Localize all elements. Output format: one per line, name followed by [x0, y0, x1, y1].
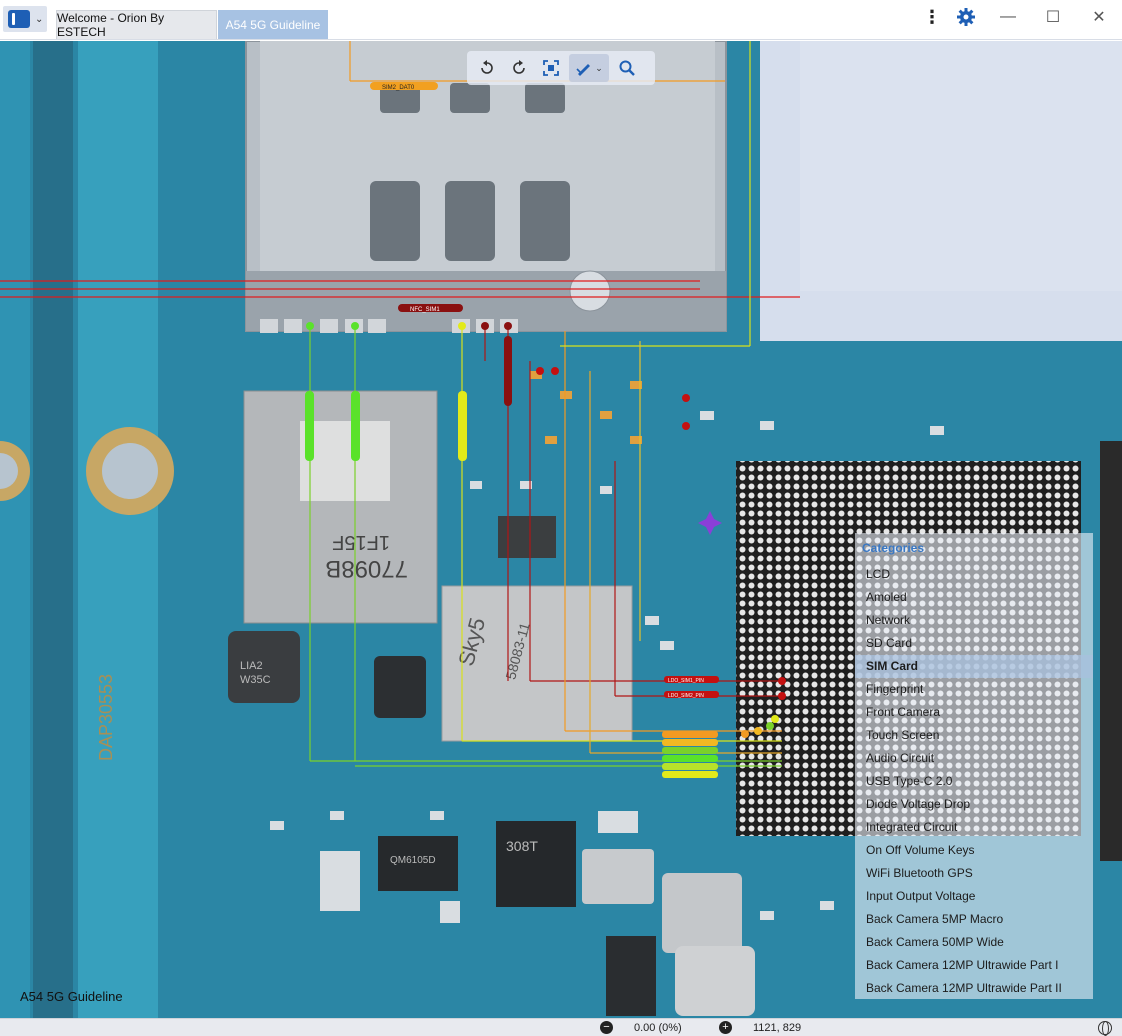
chip-right-label: 308T [506, 838, 538, 854]
category-back-camera-12mp-ultrawide-2[interactable]: Back Camera 12MP Ultrawide Part II [866, 981, 1062, 995]
minimize-button[interactable]: — [1000, 8, 1016, 25]
net-label-red1: NFC_SIM1 [410, 307, 440, 313]
search-icon[interactable] [613, 54, 641, 82]
category-input-output-voltage[interactable]: Input Output Voltage [866, 889, 976, 903]
category-back-camera-50mp-wide[interactable]: Back Camera 50MP Wide [866, 935, 1004, 949]
title-bar: ⌄ Welcome - Orion By ESTECH A54 5G Guide… [0, 0, 1122, 40]
category-touch-screen[interactable]: Touch Screen [866, 728, 940, 742]
pcb-board-image: 77098B 1F15F Sky5 58083-11 LIA2 W35C 308… [0, 41, 1122, 1018]
net-label-right1: LDO_SIM1_PIN [668, 678, 704, 684]
category-back-camera-5mp-macro[interactable]: Back Camera 5MP Macro [866, 912, 1004, 926]
category-wifi-bluetooth-gps[interactable]: WiFi Bluetooth GPS [866, 866, 973, 880]
category-sim-card[interactable]: SIM Card [855, 655, 1093, 678]
draw-icon [576, 64, 591, 76]
category-network[interactable]: Network [866, 613, 911, 627]
categories-list: LCD Amoled Network SD Card SIM Card Fing… [855, 563, 1093, 1000]
categories-title: Categories [862, 541, 925, 555]
chip-main-label: 77098B [325, 555, 408, 582]
app-menu-button[interactable]: ⌄ [3, 6, 47, 32]
chip-small-label: LIA2 [240, 660, 263, 672]
draw-tool-button[interactable]: ⌄ [569, 54, 609, 82]
document-label: A54 5G Guideline [20, 989, 123, 1004]
chip-small-sublabel: W35C [240, 674, 271, 686]
gear-icon[interactable] [951, 4, 981, 30]
category-diode-voltage-drop[interactable]: Diode Voltage Drop [866, 797, 971, 811]
zoom-level: 0.00 (0%) [634, 1022, 682, 1034]
category-usb-type-c[interactable]: USB Type-C 2.0 [866, 774, 953, 788]
category-lcd[interactable]: LCD [866, 567, 891, 581]
cursor-coordinates: 1121, 829 [753, 1022, 802, 1034]
category-amoled[interactable]: Amoled [866, 590, 907, 604]
category-audio-circuit[interactable]: Audio Circuit [866, 751, 935, 765]
globe-icon[interactable] [1098, 1021, 1112, 1036]
chevron-down-icon: ⌄ [35, 13, 44, 25]
category-on-off-volume-keys[interactable]: On Off Volume Keys [866, 843, 975, 857]
rotate-left-icon[interactable] [473, 54, 501, 82]
more-options-icon[interactable]: ⋮ [923, 6, 941, 27]
silkscreen-label: DAP30553 [96, 674, 116, 761]
maximize-button[interactable]: ☐ [1045, 9, 1061, 26]
zoom-in-button[interactable]: + [719, 1021, 732, 1034]
chevron-down-icon: ⌄ [595, 62, 603, 73]
category-fingerprint[interactable]: Fingerprint [866, 682, 924, 696]
net-label-top: SIM2_DAT0 [382, 85, 415, 91]
chip-main-sublabel: 1F15F [332, 531, 390, 553]
tab-a54-guideline[interactable]: A54 5G Guideline [218, 10, 328, 39]
zoom-out-button[interactable]: − [600, 1021, 613, 1034]
chip-bottom-left-label: QM6105D [390, 855, 436, 866]
category-front-camera[interactable]: Front Camera [866, 705, 941, 719]
tab-welcome[interactable]: Welcome - Orion By ESTECH [56, 10, 217, 39]
categories-panel: Categories LCD Amoled Network SD Card SI… [855, 533, 1093, 999]
category-sd-card[interactable]: SD Card [866, 636, 913, 650]
view-toolbar: ⌄ [467, 51, 655, 85]
status-bar: − 0.00 (0%) + 1121, 829 [0, 1018, 1122, 1036]
net-label-right2: LDO_SIM2_PIN [668, 693, 704, 699]
cursor-marker-icon [698, 511, 722, 535]
close-button[interactable]: ✕ [1092, 9, 1106, 26]
category-back-camera-12mp-ultrawide-1[interactable]: Back Camera 12MP Ultrawide Part I [866, 958, 1059, 972]
rotate-right-icon[interactable] [505, 54, 533, 82]
fit-screen-icon[interactable] [537, 54, 565, 82]
category-integrated-circuit[interactable]: Integrated Circuit [866, 820, 958, 834]
sidebar-toggle-icon [8, 10, 30, 28]
